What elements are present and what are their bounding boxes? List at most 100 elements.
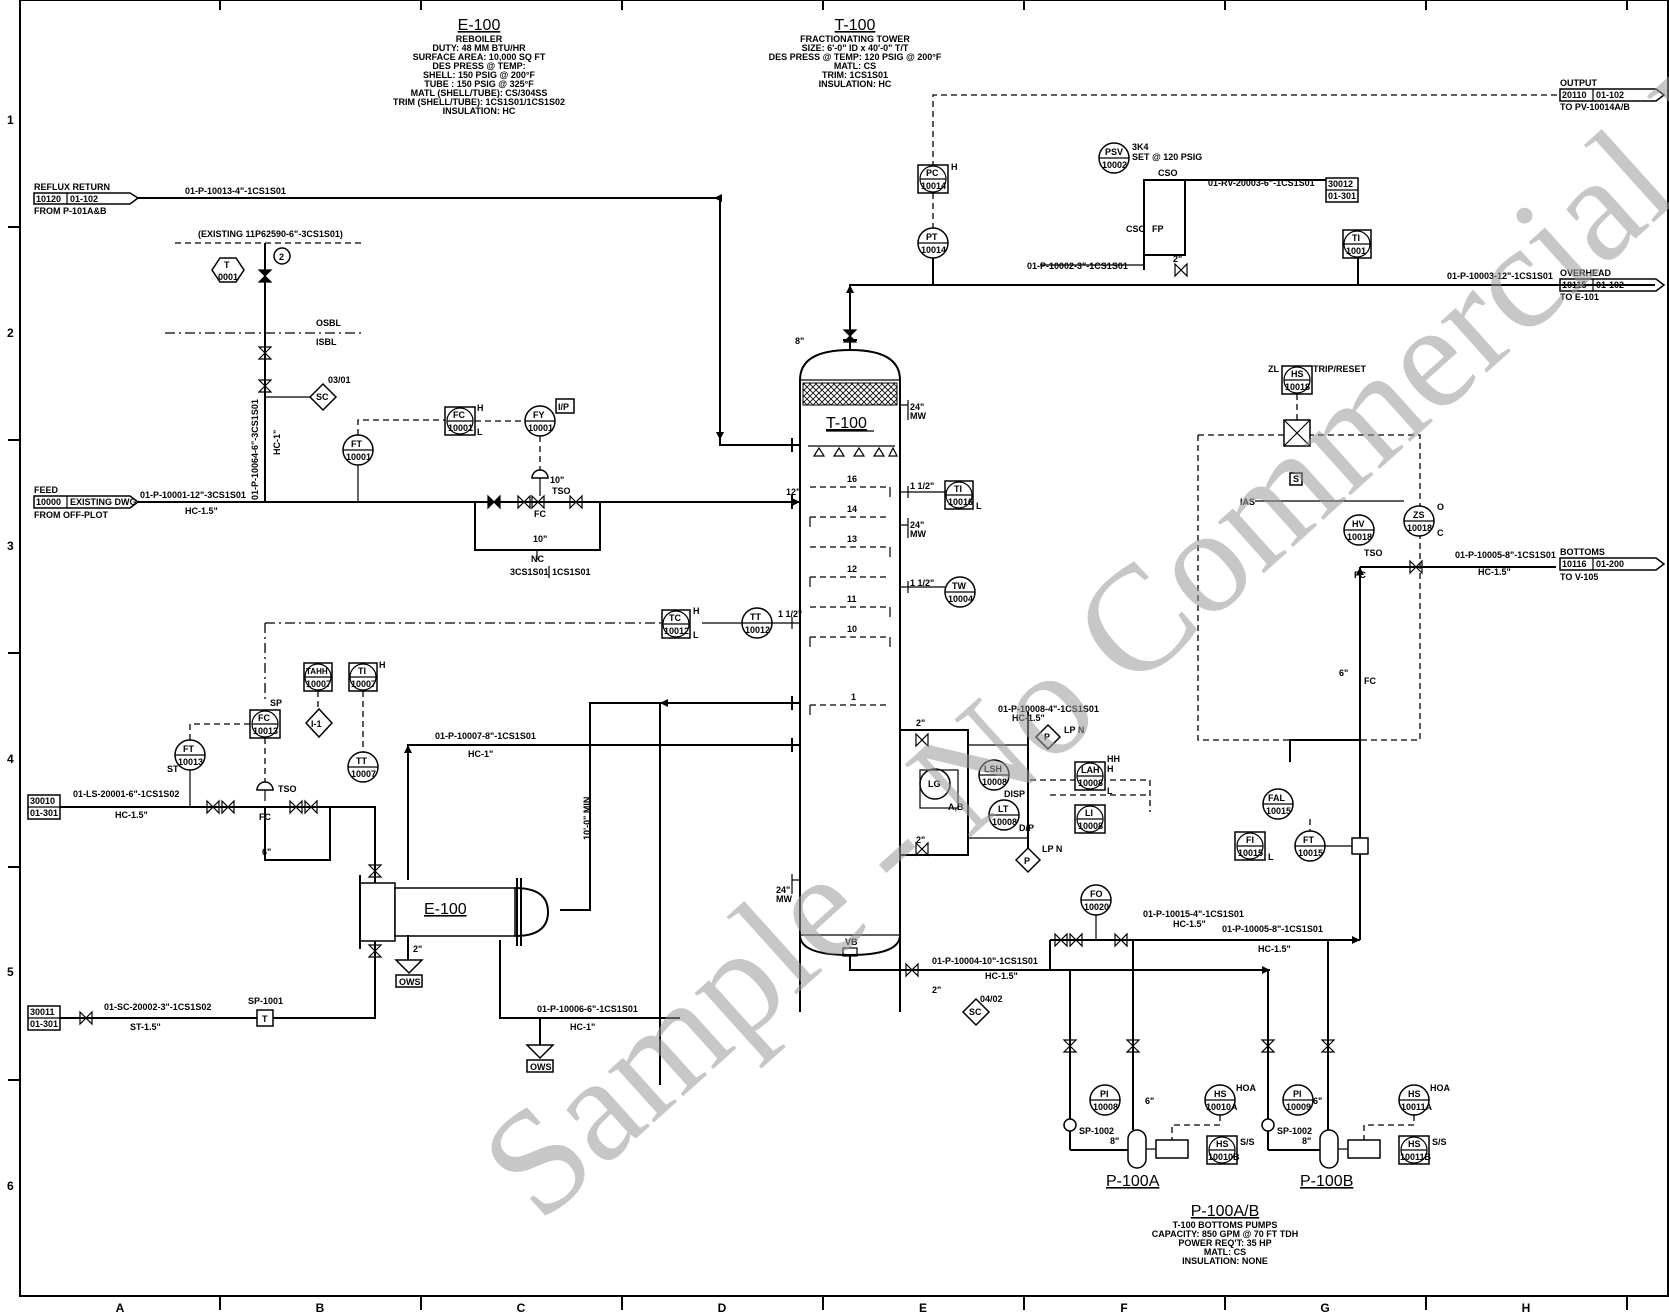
instruments: T 0001 2 SC 03/01 FT 10001 FC 10001 H L … — [167, 142, 1451, 1165]
grid-row-6: 6 — [7, 1179, 14, 1193]
grid-col-e-bottom: E — [919, 1301, 927, 1315]
svg-text:8": 8" — [1110, 1136, 1119, 1146]
svg-text:8": 8" — [1302, 1136, 1311, 1146]
svg-text:T: T — [262, 1014, 268, 1024]
svg-text:0001: 0001 — [218, 272, 238, 282]
svg-text:FT: FT — [1303, 835, 1314, 845]
svg-text:ZS: ZS — [1413, 510, 1425, 520]
offpage-output: OUTPUT 20110 01-102 TO PV-10014A/B — [1559, 78, 1666, 112]
svg-text:OUTPUT: OUTPUT — [1560, 78, 1598, 88]
svg-text:FT: FT — [183, 744, 194, 754]
svg-text:10011B: 10011B — [1400, 1152, 1432, 1162]
svg-text:10015: 10015 — [1266, 806, 1291, 816]
svg-text:HC-1.5": HC-1.5" — [985, 971, 1018, 981]
svg-text:(EXISTING 11P62590-6"-3CS1S01): (EXISTING 11P62590-6"-3CS1S01) — [198, 229, 343, 239]
svg-text:HOA: HOA — [1236, 1083, 1257, 1093]
svg-text:L: L — [1107, 786, 1113, 796]
svg-text:10007: 10007 — [351, 769, 376, 779]
svg-text:SURFACE AREA: 10,000 SQ FT: SURFACE AREA: 10,000 SQ FT — [413, 52, 546, 62]
grid-col-b-bottom: B — [316, 1301, 325, 1315]
grid-col-f-bottom: F — [1120, 1301, 1127, 1315]
svg-text:10001: 10001 — [528, 423, 553, 433]
svg-text:HC-1.5": HC-1.5" — [115, 810, 148, 820]
svg-text:VB: VB — [845, 937, 858, 947]
svg-text:S/S: S/S — [1240, 1137, 1255, 1147]
svg-text:10001: 10001 — [448, 423, 473, 433]
svg-text:2": 2" — [932, 985, 941, 995]
pump-p100b: P-100B — [1300, 1129, 1381, 1190]
svg-text:LI: LI — [1085, 808, 1093, 818]
svg-text:LAH: LAH — [1081, 765, 1100, 775]
svg-text:1: 1 — [851, 692, 856, 702]
svg-text:TI: TI — [1352, 233, 1360, 243]
process-lines — [60, 94, 1655, 1151]
svg-text:TUBE : 150 PSIG @ 325°F: TUBE : 150 PSIG @ 325°F — [424, 79, 534, 89]
svg-text:01-P-10004-10"-1CS1S01: 01-P-10004-10"-1CS1S01 — [932, 956, 1038, 966]
svg-text:TI: TI — [954, 484, 962, 494]
svg-text:TSO: TSO — [1364, 548, 1383, 558]
svg-text:04/02: 04/02 — [980, 994, 1003, 1004]
svg-text:SP-1002: SP-1002 — [1079, 1126, 1114, 1136]
svg-text:10: 10 — [847, 624, 857, 634]
svg-text:30010: 30010 — [30, 796, 55, 806]
svg-text:10004: 10004 — [948, 594, 973, 604]
svg-text:FT: FT — [351, 439, 362, 449]
svg-text:10010B: 10010B — [1208, 1152, 1240, 1162]
svg-text:OVERHEAD: OVERHEAD — [1560, 268, 1612, 278]
grid-row-1: 1 — [7, 113, 14, 127]
offpage-condensate: 30011 01-301 — [27, 1005, 61, 1031]
offpage-relief: 30012 01-301 — [1325, 177, 1359, 203]
svg-text:10001: 10001 — [346, 452, 371, 462]
svg-text:1001: 1001 — [1346, 246, 1366, 256]
svg-text:10014: 10014 — [921, 181, 946, 191]
svg-text:ISBL: ISBL — [316, 337, 337, 347]
svg-text:FC: FC — [259, 812, 271, 822]
svg-text:20110: 20110 — [1562, 90, 1587, 100]
svg-text:HC-1.5": HC-1.5" — [1012, 713, 1045, 723]
svg-text:S/S: S/S — [1432, 1137, 1447, 1147]
svg-text:01-P-10001-12"-3CS1S01: 01-P-10001-12"-3CS1S01 — [140, 490, 246, 500]
svg-text:8": 8" — [795, 336, 804, 346]
svg-text:03/01: 03/01 — [328, 375, 351, 385]
svg-text:PSV: PSV — [1105, 147, 1123, 157]
svg-text:IAS: IAS — [1240, 497, 1255, 507]
svg-text:10015: 10015 — [1298, 848, 1323, 858]
svg-text:10013: 10013 — [178, 757, 203, 767]
svg-text:10016: 10016 — [948, 497, 973, 507]
svg-text:FI: FI — [1246, 835, 1254, 845]
svg-text:REFLUX RETURN: REFLUX RETURN — [34, 182, 110, 192]
svg-text:TRIP/RESET: TRIP/RESET — [1313, 364, 1367, 374]
svg-text:13: 13 — [847, 534, 857, 544]
spec-t100: T-100 FRACTIONATING TOWER SIZE: 6'-0" ID… — [769, 17, 942, 89]
watermark: Sample - No Commercial Use — [451, 0, 1669, 1250]
svg-text:SP-1001: SP-1001 — [248, 996, 283, 1006]
offpage-feed: FEED 10000 EXISTING DWG FROM OFF-PLOT — [33, 485, 140, 520]
svg-text:01-301: 01-301 — [1328, 191, 1356, 201]
svg-text:10009: 10009 — [1286, 1102, 1311, 1112]
svg-text:01-P-10008-4"-1CS1S01: 01-P-10008-4"-1CS1S01 — [998, 704, 1099, 714]
svg-text:T-100 BOTTOMS PUMPS: T-100 BOTTOMS PUMPS — [1173, 1220, 1278, 1230]
svg-text:01-P-10003-12"-1CS1S01: 01-P-10003-12"-1CS1S01 — [1447, 271, 1553, 281]
svg-text:10008: 10008 — [1078, 778, 1103, 788]
spec-t100-tag: T-100 — [835, 17, 876, 34]
svg-text:SP: SP — [270, 698, 282, 708]
svg-text:SP-1002: SP-1002 — [1277, 1126, 1312, 1136]
svg-text:01-P-10005-8"-1CS1S01: 01-P-10005-8"-1CS1S01 — [1455, 550, 1556, 560]
svg-text:FY: FY — [533, 410, 545, 420]
svg-text:HC-1.5": HC-1.5" — [1478, 567, 1511, 577]
svg-text:OWS: OWS — [530, 1062, 552, 1072]
svg-text:SC: SC — [316, 392, 329, 402]
svg-text:10000: 10000 — [36, 497, 61, 507]
svg-text:HOA: HOA — [1430, 1083, 1451, 1093]
svg-text:10014: 10014 — [921, 245, 946, 255]
grid-col-g-bottom: G — [1320, 1301, 1329, 1315]
svg-text:6": 6" — [1145, 1096, 1154, 1106]
spec-p100-tag: P-100A/B — [1191, 1203, 1259, 1220]
svg-text:DISP: DISP — [1004, 789, 1025, 799]
line-labels: 01-P-10013-4"-1CS1S01 (EXISTING 11P62590… — [73, 178, 1556, 1146]
svg-text:L: L — [1268, 852, 1274, 862]
pump-a-label: P-100A — [1106, 1173, 1160, 1190]
reboiler-e100: E-100 — [359, 875, 550, 949]
svg-text:H: H — [951, 162, 958, 172]
